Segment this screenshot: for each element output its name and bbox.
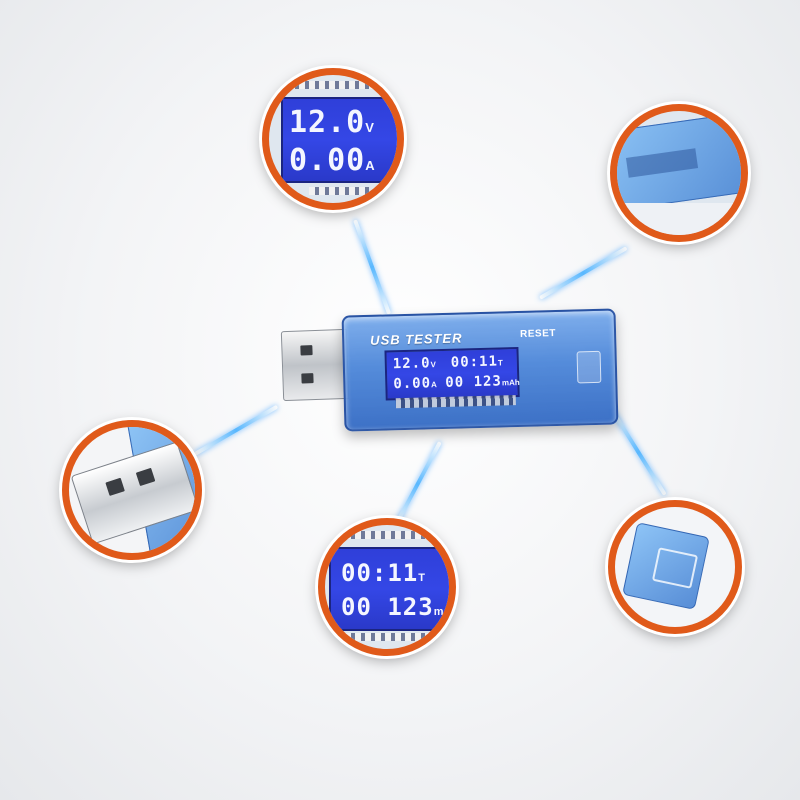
housing-background	[617, 203, 741, 235]
lcd-display: 12.0V 00:11T 0.00A 00 123mAh	[384, 346, 520, 401]
callout-time-unit: T	[418, 572, 425, 584]
callout-current: 0.00	[289, 143, 366, 178]
connector-line-top-left	[353, 219, 392, 315]
pcb-strip	[395, 395, 516, 409]
lcd-current-unit: A	[430, 380, 437, 390]
device-title: USB TESTER	[369, 330, 463, 348]
usb-plug-hole	[300, 345, 313, 356]
lcd-capacity: 00 123	[445, 373, 503, 391]
usb-plug-hole	[301, 373, 314, 384]
usb-plug-hole	[135, 467, 156, 487]
pcb-contacts	[309, 187, 369, 195]
connector-line-top-right	[539, 246, 628, 300]
lcd-time-unit: T	[497, 358, 503, 368]
callout-capacity: 00 123	[341, 593, 434, 621]
pcb-contacts	[325, 531, 449, 539]
pcb-contacts	[269, 81, 397, 89]
usb-tester-device: USB TESTER RESET 12.0V 00:11T 0.00A 00 1…	[341, 308, 619, 432]
callout-time: 00:11	[341, 559, 419, 587]
callout-housing-side	[610, 104, 748, 242]
callout-usb-plug	[62, 420, 202, 560]
usb-plug	[280, 328, 350, 402]
callout-voltage-unit: V	[365, 120, 374, 135]
connector-line-bottom	[393, 441, 442, 527]
connector-line-left	[194, 404, 279, 456]
callout-current-unit: A	[365, 158, 375, 173]
pcb-contacts	[345, 633, 435, 641]
lcd-capacity-unit: mAh	[501, 377, 520, 388]
callout-time-capacity: 00:11T 00 123mAh	[318, 518, 456, 656]
lcd-voltage: 12.0	[392, 355, 431, 373]
reset-label: RESET	[519, 328, 557, 340]
callout-lcd: 12.0V 0.00A	[281, 97, 397, 183]
lcd-current: 0.00	[393, 375, 432, 393]
lcd-voltage-unit: V	[430, 360, 437, 370]
callout-capacity-unit: mAh	[433, 606, 456, 618]
usb-plug-hole	[105, 477, 125, 496]
callout-voltage: 12.0	[289, 105, 366, 140]
connector-line-bottom-right	[610, 408, 667, 496]
callout-housing-end	[608, 500, 742, 634]
callout-voltage-current: 12.0V 0.00A	[262, 68, 404, 210]
lcd-time: 00:11	[450, 353, 499, 371]
callout-lcd: 00:11T 00 123mAh	[329, 547, 456, 631]
reset-button[interactable]	[576, 350, 602, 384]
